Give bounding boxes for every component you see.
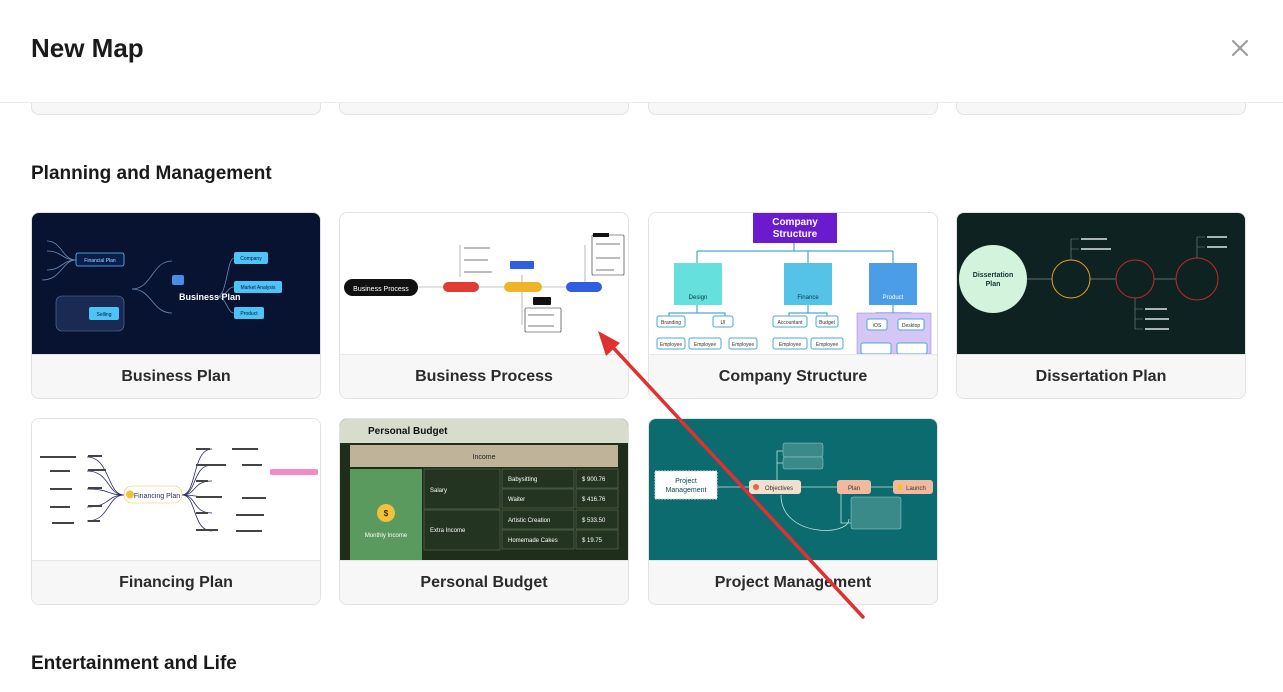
svg-text:Accountant: Accountant [777,320,803,326]
template-card-financing-plan[interactable]: Financing Plan [31,418,321,605]
template-thumbnail: Business Process [340,213,628,354]
svg-text:iOS: iOS [873,323,882,329]
svg-text:Babysitting: Babysitting [508,477,537,483]
template-card-label: Business Process [340,354,628,398]
template-thumbnail: Financing Plan [32,419,320,560]
svg-text:Extra Income: Extra Income [430,528,466,534]
svg-text:Product: Product [883,295,904,301]
svg-text:$ 900.76: $ 900.76 [582,477,606,483]
svg-text:$ 416.76: $ 416.76 [582,497,606,503]
svg-text:$ 533.50: $ 533.50 [582,518,606,524]
svg-text:Business Process: Business Process [353,286,409,293]
template-card-label: Financing Plan [32,560,320,604]
template-card-partial[interactable] [956,103,1246,115]
svg-text:Product: Product [240,311,258,317]
svg-text:$ 19.75: $ 19.75 [582,538,603,544]
svg-text:Salary: Salary [430,488,447,494]
section-title-entertainment: Entertainment and Life [31,653,237,674]
svg-text:Personal Budget: Personal Budget [368,426,448,437]
template-card-business-process[interactable]: Business Process [339,212,629,399]
template-gallery[interactable]: Planning and Management [0,103,1283,692]
svg-text:Market Analysis: Market Analysis [240,285,276,291]
svg-text:$: $ [384,509,389,518]
svg-text:Employee: Employee [660,342,682,348]
svg-text:Desktop: Desktop [902,323,921,329]
template-card-personal-budget[interactable]: Personal Budget Income $ Monthly Income [339,418,629,605]
template-card-project-management[interactable]: Project Management Objectives Plan Launc… [648,418,938,605]
template-thumbnail: Personal Budget Income $ Monthly Income [340,419,628,560]
svg-text:Company: Company [772,217,818,228]
svg-text:Launch: Launch [906,486,926,492]
svg-text:UI: UI [721,320,726,326]
svg-text:Plan: Plan [986,281,1001,288]
svg-text:Employee: Employee [816,342,838,348]
svg-text:Employee: Employee [732,342,754,348]
template-card-partial[interactable] [31,103,321,115]
svg-text:Artistic Creation: Artistic Creation [508,518,550,524]
svg-text:Structure: Structure [773,229,818,240]
template-card-label: Company Structure [649,354,937,398]
template-card-label: Personal Budget [340,560,628,604]
svg-text:Management: Management [666,487,707,494]
dialog-title: New Map [31,33,144,63]
template-card-label: Business Plan [32,354,320,398]
svg-text:Budget: Budget [819,320,835,326]
template-card-partial[interactable] [339,103,629,115]
svg-text:Objectives: Objectives [765,486,793,492]
svg-text:Financing Plan: Financing Plan [134,493,180,500]
svg-text:Monthly Income: Monthly Income [365,533,408,539]
svg-text:Project: Project [675,478,697,485]
svg-text:Selling: Selling [96,312,111,318]
svg-text:Employee: Employee [694,342,716,348]
svg-text:Branding: Branding [661,320,681,326]
svg-text:Homemade Cakes: Homemade Cakes [508,538,558,544]
template-thumbnail: Business Plan Financial Plan Selling Com… [32,213,320,354]
template-thumbnail: Dissertation Plan [957,213,1245,354]
template-thumbnail: Company Structure Design Finance Product [649,213,937,354]
svg-text:Financial Plan: Financial Plan [84,258,116,264]
template-card-dissertation-plan[interactable]: Dissertation Plan [956,212,1246,399]
template-card-business-plan[interactable]: Business Plan Financial Plan Selling Com… [31,212,321,399]
template-card-label: Dissertation Plan [957,354,1245,398]
template-thumbnail: Project Management Objectives Plan Launc… [649,419,937,560]
svg-text:Plan: Plan [848,486,860,492]
section-title-planning: Planning and Management [31,163,272,184]
svg-text:Design: Design [689,295,708,301]
svg-text:Finance: Finance [797,295,819,301]
template-card-company-structure[interactable]: Company Structure Design Finance Product [648,212,938,399]
svg-text:Employee: Employee [779,342,801,348]
dialog-header: New Map [0,0,1283,103]
close-icon[interactable] [1226,34,1254,62]
thumb-center-label: Business Plan [179,292,241,302]
svg-text:Company: Company [240,256,262,262]
template-card-partial[interactable] [648,103,938,115]
svg-text:Dissertation: Dissertation [973,272,1013,279]
svg-text:Income: Income [473,454,496,461]
template-card-label: Project Management [649,560,937,604]
svg-text:Waiter: Waiter [508,497,525,503]
